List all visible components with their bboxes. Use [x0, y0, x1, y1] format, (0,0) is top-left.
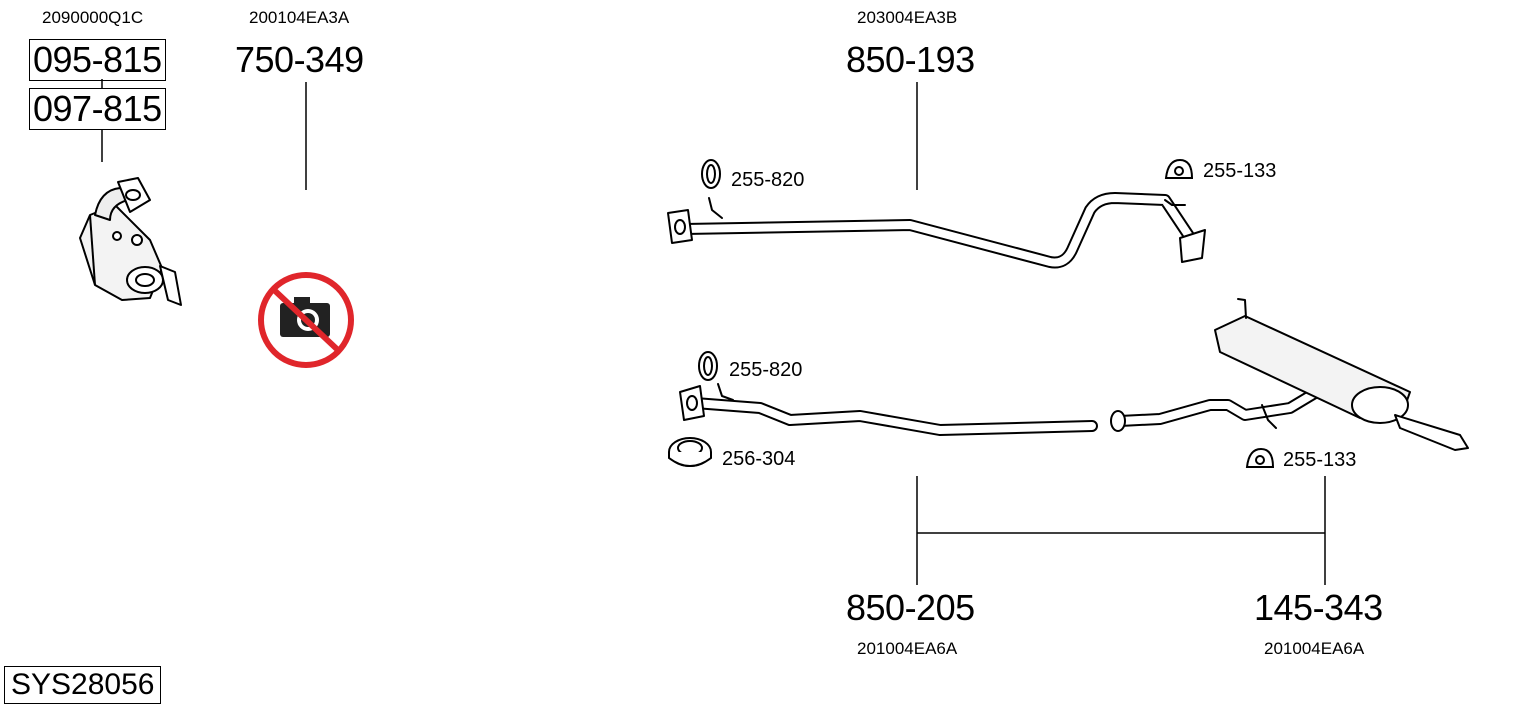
catalytic-converter-drawing: [79, 177, 182, 306]
rubber-mount-icon: [1164, 158, 1194, 179]
oem-code-front-pipe: 203004EA3B: [857, 8, 958, 27]
part-number-front-pipe[interactable]: 850-193: [846, 39, 975, 80]
oem-code-bracket: 200104EA3A: [249, 8, 350, 27]
gasket-ring-icon: [668, 437, 712, 467]
accessory-top-mount[interactable]: 255-133: [1203, 160, 1277, 182]
rear-muffler-drawing: [1110, 298, 1469, 451]
rubber-hanger-icon: [701, 159, 721, 189]
accessory-gasket[interactable]: 256-304: [722, 448, 796, 470]
accessory-lower-hanger[interactable]: 255-820: [729, 359, 803, 381]
accessory-top-hanger[interactable]: 255-820: [731, 169, 805, 191]
mid-pipe-drawing: [679, 383, 1098, 436]
part-number-cat-1[interactable]: 095-815: [29, 39, 166, 81]
part-number-cat-2[interactable]: 097-815: [29, 88, 166, 130]
front-pipe-drawing: [667, 192, 1206, 269]
part-number-rear-muffler[interactable]: 145-343: [1254, 587, 1383, 628]
part-number-mid-pipe[interactable]: 850-205: [846, 587, 975, 628]
part-number-bracket[interactable]: 750-349: [235, 39, 364, 80]
rubber-hanger-icon: [698, 351, 718, 381]
no-photo-icon: [258, 272, 354, 368]
accessory-lower-mount[interactable]: 255-133: [1283, 449, 1357, 471]
oem-code-mid-pipe: 201004EA6A: [857, 639, 958, 658]
rubber-mount-icon: [1245, 447, 1275, 468]
oem-code-cat: 2090000Q1C: [42, 8, 144, 27]
system-code: SYS28056: [4, 666, 162, 704]
oem-code-rear-muffler: 201004EA6A: [1264, 639, 1365, 658]
